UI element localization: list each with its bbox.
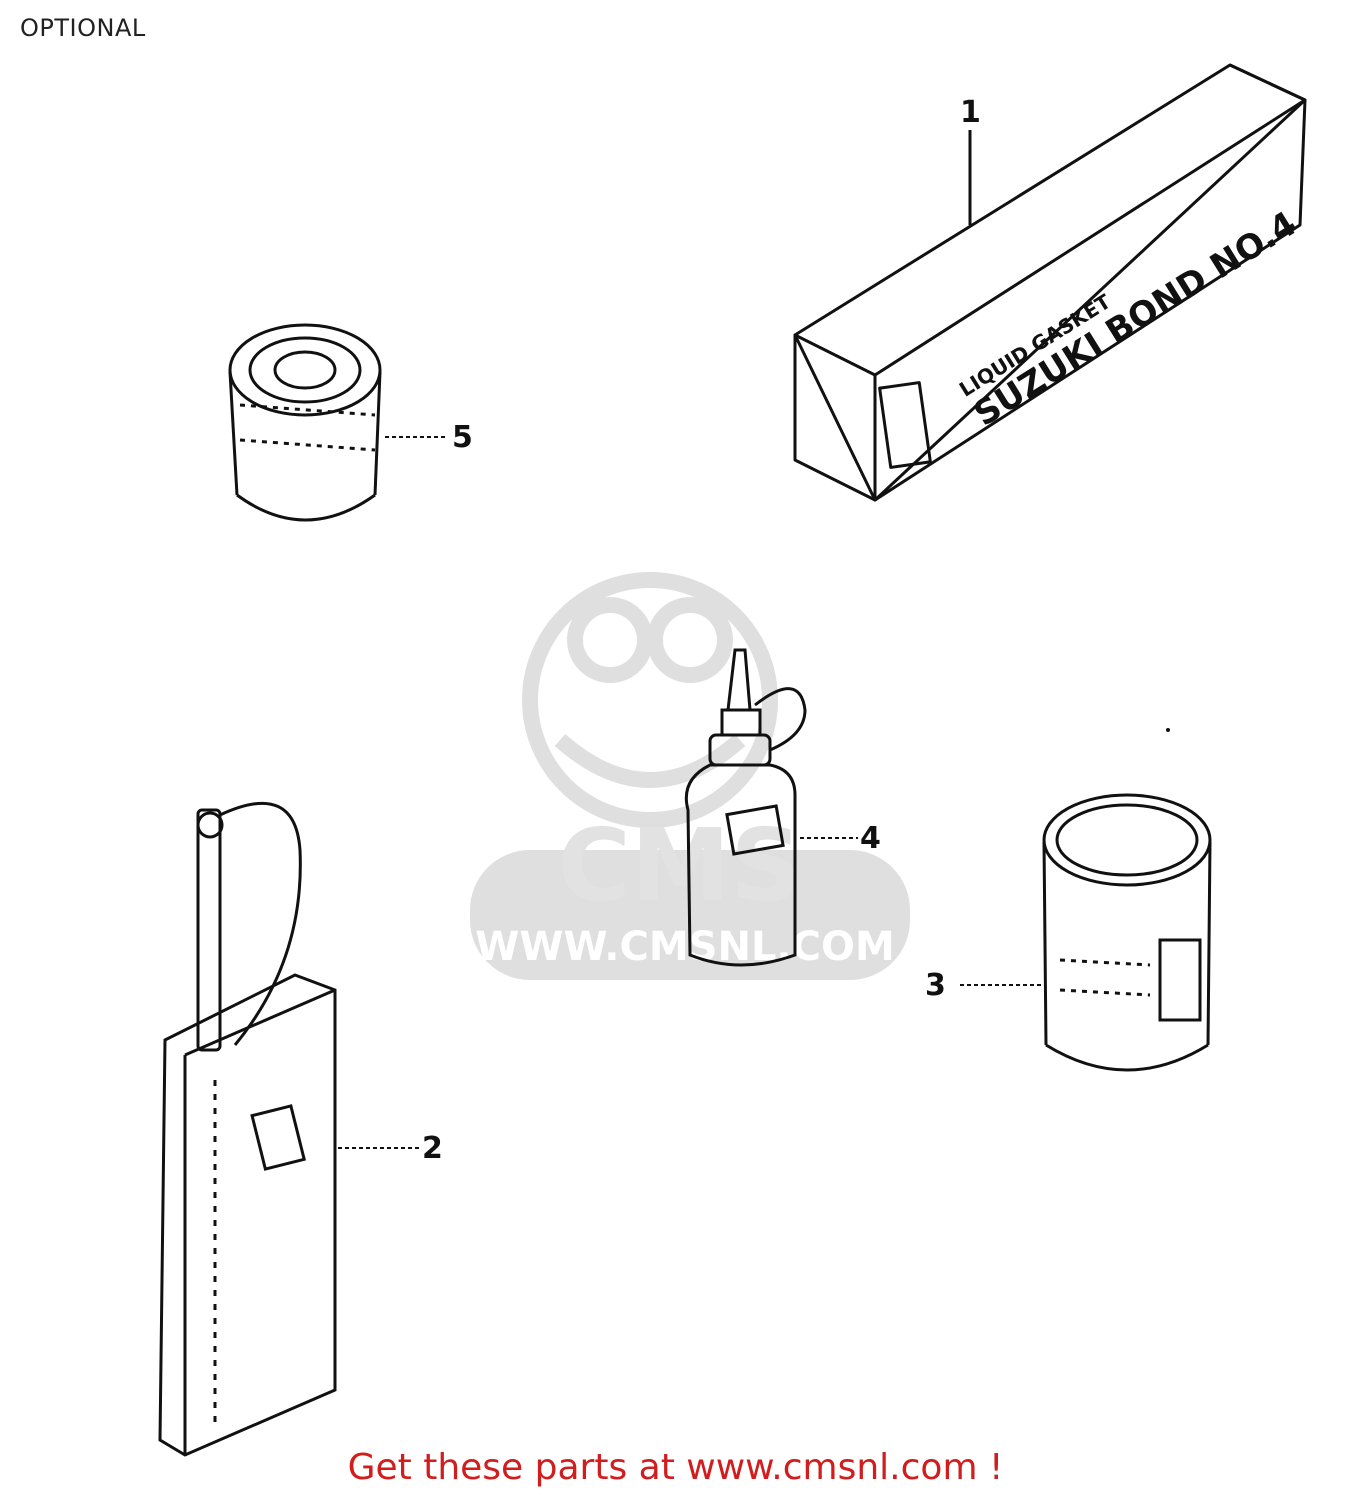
bond-box-part bbox=[793, 63, 1307, 502]
callout-4: 4 bbox=[860, 821, 881, 856]
watermark-brand: CMS bbox=[558, 807, 803, 924]
callout-2: 2 bbox=[422, 1131, 443, 1166]
sealant-can-part bbox=[1042, 793, 1212, 1072]
callout-3: 3 bbox=[925, 968, 946, 1003]
callout-1: 1 bbox=[960, 95, 981, 130]
bond-box-label-line2: SUZUKI BOND NO.4 bbox=[967, 204, 1303, 435]
grease-can-part bbox=[228, 323, 382, 522]
bond-box-label: LIQUID GASKET SUZUKI BOND NO.4 bbox=[955, 204, 1304, 435]
oil-bottle-part bbox=[684, 648, 807, 967]
callout-5: 5 bbox=[452, 420, 473, 455]
oil-tin-part bbox=[158, 801, 337, 1457]
footer-link[interactable]: Get these parts at www.cmsnl.com ! bbox=[347, 1447, 1004, 1488]
watermark-url: WWW.CMSNL.COM bbox=[475, 924, 895, 970]
page-title: OPTIONAL bbox=[20, 14, 146, 42]
